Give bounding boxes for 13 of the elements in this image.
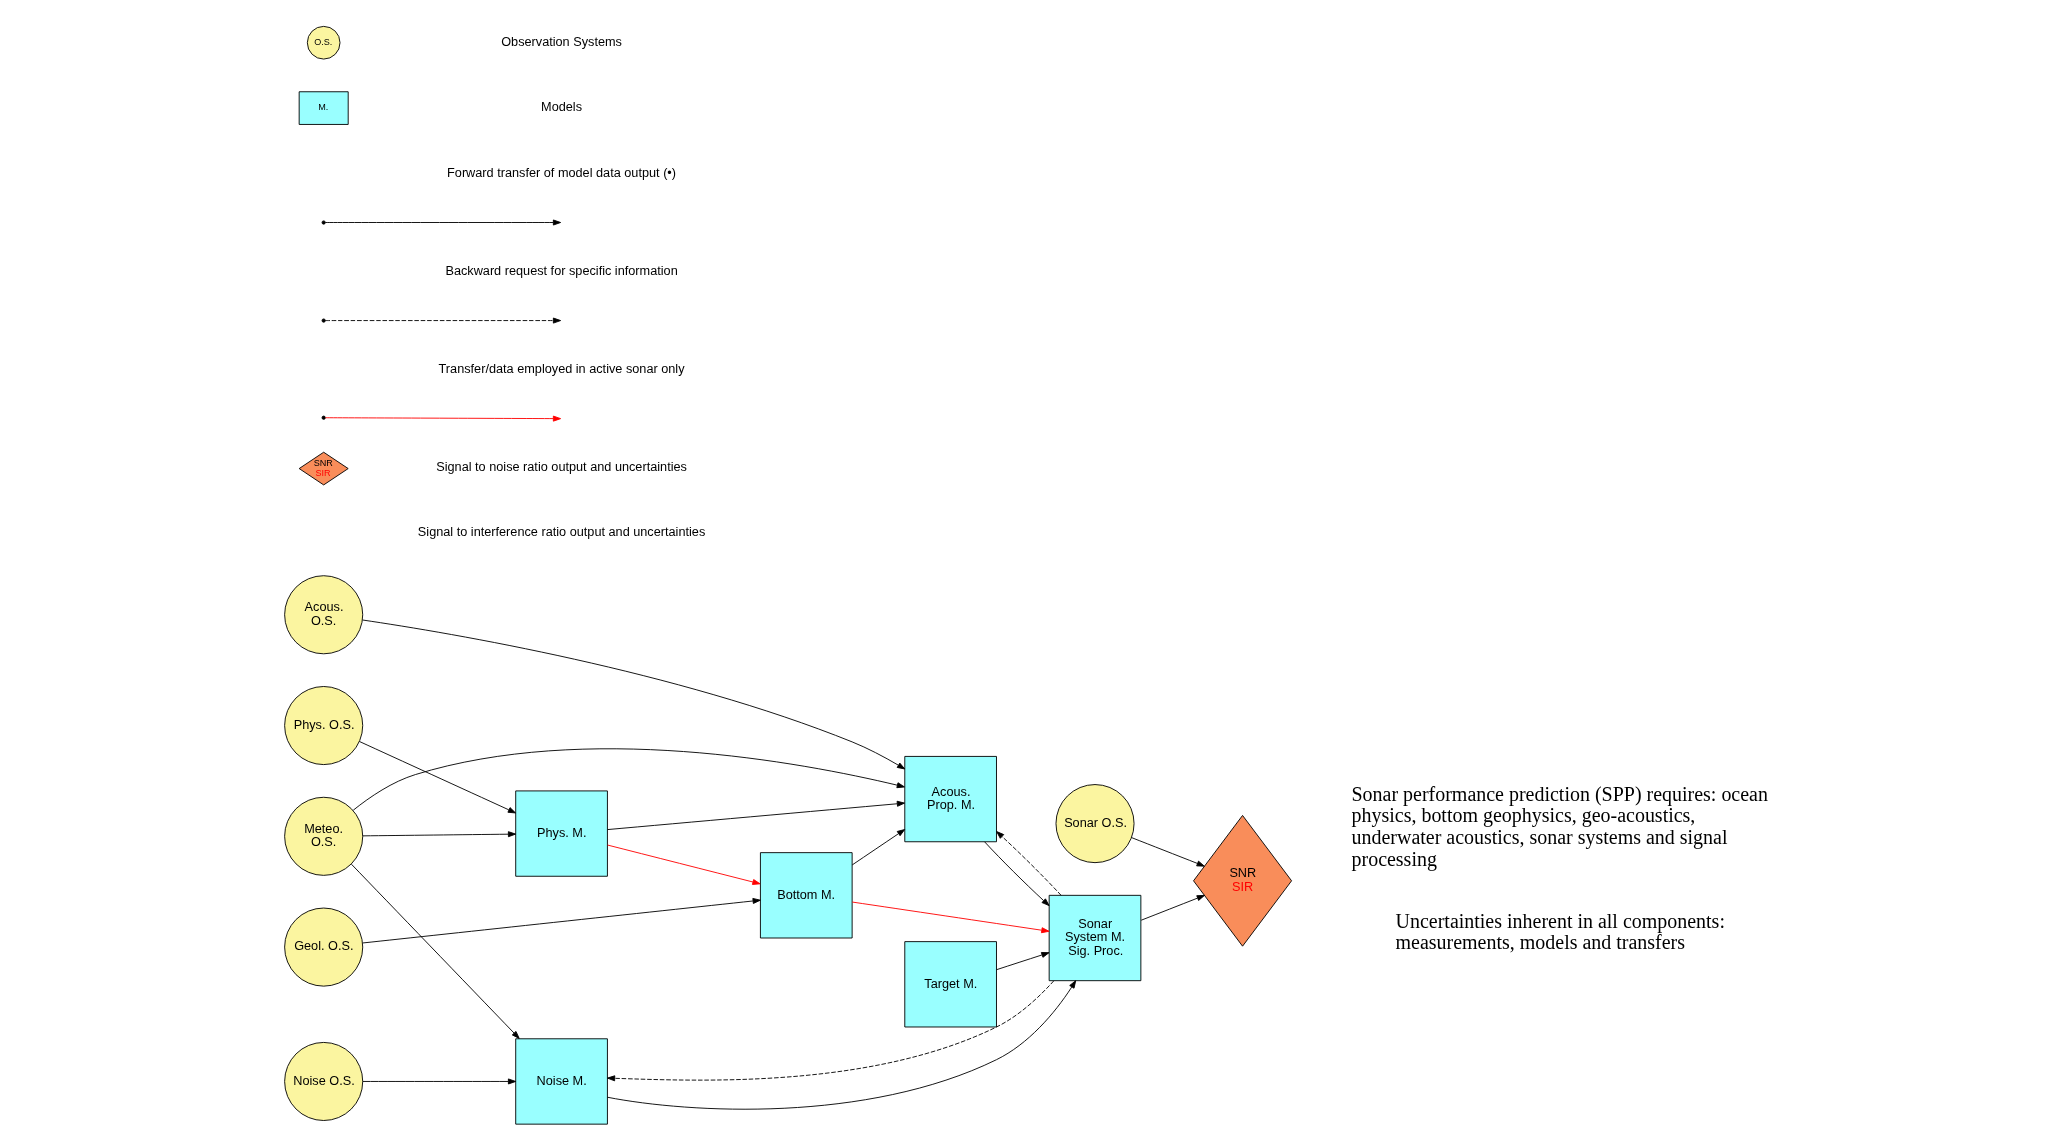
label: Sonar performance prediction (SPP) requires: ocean physics, bottom geophysics, geo-acoustics, underwater acoustics, sonar systems and signal processing [1351,782,1768,870]
legend-label: Models [540,99,582,115]
label: O.S. [313,37,332,47]
legend-label: Transfer/data employed in active sonar only [438,360,685,376]
legend-label: Forward transfer of model data output (•) [446,164,676,180]
label: M. [317,102,328,113]
label: SNR [313,457,333,468]
legend-label: Signal to interference ratio output and uncertainties [417,524,705,540]
legend-label: Observation Systems [500,34,622,50]
legend-label: Signal to noise ratio output and uncertainties [435,459,687,475]
legend-label: Backward request for specific information [444,262,678,278]
label: SIR [315,467,331,478]
label: Uncertainties inherent in all components: measurements, models and transfers [1395,909,1725,954]
